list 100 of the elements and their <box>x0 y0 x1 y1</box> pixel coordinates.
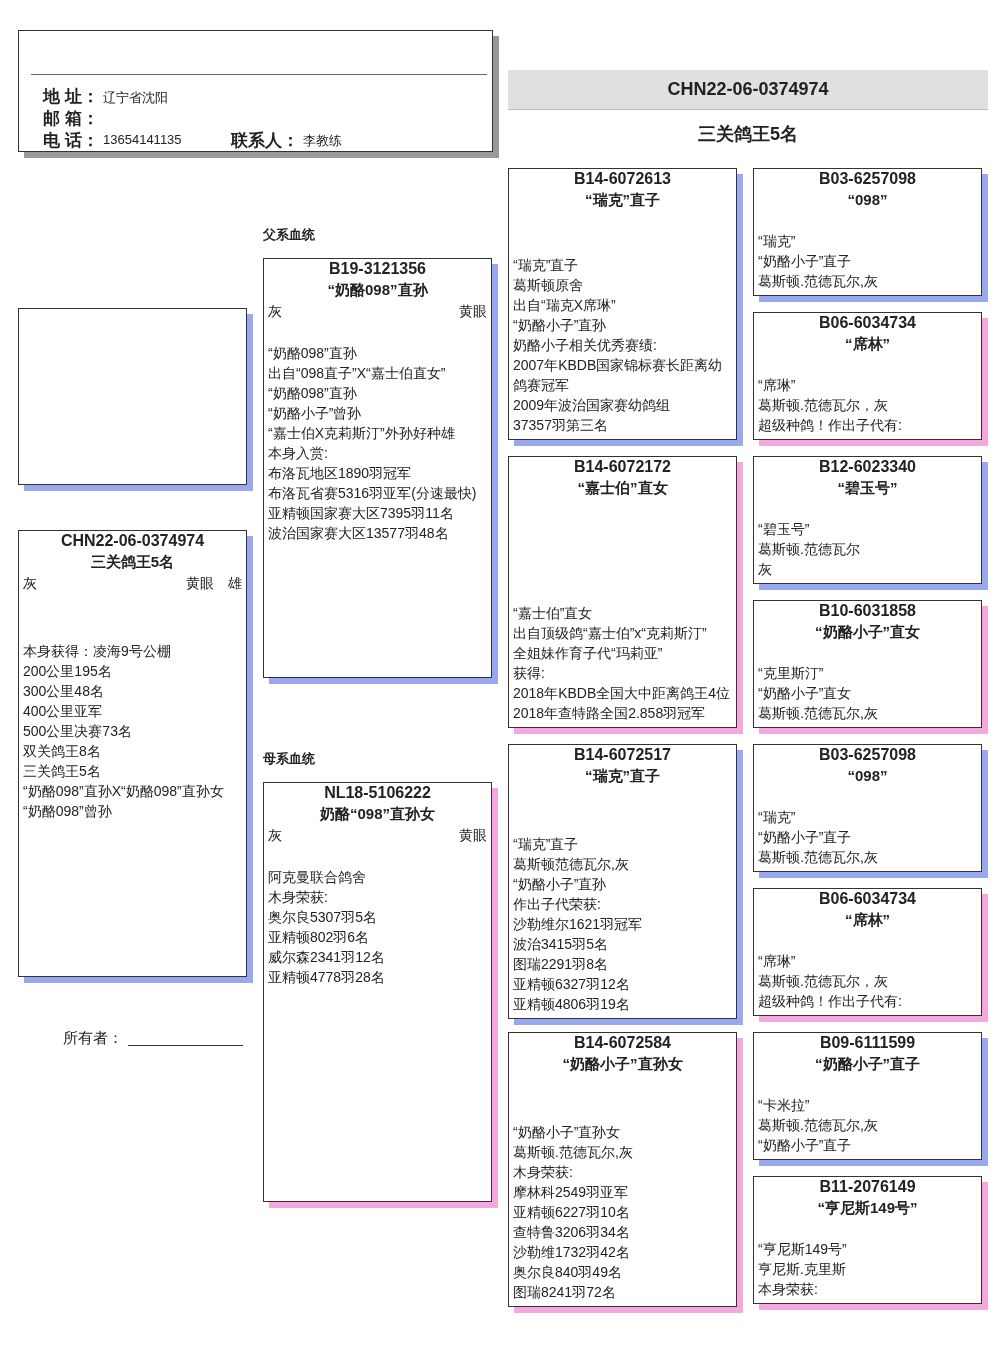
record-text: 葛斯顿.范德瓦尔 <box>758 540 861 559</box>
record-text: “奶酪098”直孙 <box>268 384 358 403</box>
ring-number-band <box>508 70 988 110</box>
record-text: “嘉士伯X克莉斯汀”外孙好种雄 <box>268 424 456 443</box>
record-text: 2018年KBDB全国大中距离鸽王4位 <box>513 684 732 703</box>
record-text: 亚精顿4778羽28名 <box>268 968 386 987</box>
record-text: 布洛瓦省赛5316羽亚军(分速最快) <box>268 484 478 503</box>
trait-text: 黄眼 <box>459 302 487 321</box>
section-label: 父系血统 <box>263 226 315 244</box>
record-text: 超级种鸽！作出子代有: <box>758 416 903 435</box>
pigeon-name: 三关鸽王5名 <box>89 552 176 572</box>
record-text: 本身获得：凌海9号公棚 <box>23 642 172 661</box>
record-text: “奶酪098”直孙X“奶酪098”直孙女 <box>23 782 225 801</box>
record-text: 出自“瑞克X席琳” <box>513 296 617 315</box>
record-text: 奶酪小子相关优秀赛绩: <box>513 336 658 355</box>
field-label: 联系人： <box>231 130 299 152</box>
record-text: “奶酪小子”直女 <box>758 684 853 703</box>
record-text: 灰 <box>758 560 773 579</box>
pigeon-name: “奶酪小子”直女 <box>814 622 921 642</box>
record-text: “奶酪小子”直子 <box>758 252 853 271</box>
record-text: 全姐妹作育子代“玛莉亚” <box>513 644 664 663</box>
record-text: 出自“098直子”X“嘉士伯直女” <box>268 364 447 383</box>
record-text: 奥尔良5307羽5名 <box>268 908 378 927</box>
record-text: 亚精顿4806羽19名 <box>513 995 631 1014</box>
record-text: “奶酪小子”直孙 <box>513 316 608 335</box>
record-text: 葛斯顿.范德瓦尔,灰 <box>758 272 879 291</box>
pigeon-title: 三关鸽王5名 <box>697 123 799 146</box>
record-text: 作出子代荣获: <box>513 895 602 914</box>
ring-number: B14-6072172 <box>573 457 672 477</box>
record-text: “席琳” <box>758 376 797 395</box>
pigeon-name: “奶酪098”直孙 <box>326 280 429 300</box>
pigeon-name: “奶酪小子”直孙女 <box>561 1054 684 1074</box>
record-text: 葛斯顿.范德瓦尔,灰 <box>513 1143 634 1162</box>
ring-number: B19-3121356 <box>328 259 427 279</box>
record-text: 木身荣获: <box>513 1163 574 1182</box>
section-label: 母系血统 <box>263 750 315 768</box>
pigeon-name: “瑞克”直子 <box>584 190 661 210</box>
record-text: “克里斯汀” <box>758 664 825 683</box>
ring-number: B12-6023340 <box>818 457 917 477</box>
record-text: 本身荣获: <box>758 1280 819 1299</box>
record-text: “奶酪小子”直子 <box>758 828 853 847</box>
ring-number: B06-6034734 <box>818 889 917 909</box>
record-text: 图瑞2291羽8名 <box>513 955 609 974</box>
record-text: 亨尼斯.克里斯 <box>758 1260 847 1279</box>
pigeon-name: “嘉士伯”直女 <box>576 478 669 498</box>
record-text: 奥尔良840羽49名 <box>513 1263 623 1282</box>
ring-number: CHN22-06-0374974 <box>59 531 206 551</box>
record-text: “嘉士伯”直女 <box>513 604 594 623</box>
trait-text: 灰 <box>268 302 282 321</box>
trait-text: 灰 <box>23 574 37 593</box>
ring-number: B09-6111599 <box>818 1033 917 1053</box>
trait-text: 雄 <box>228 574 242 593</box>
record-text: “奶酪小子”直孙 <box>513 875 608 894</box>
pigeon-name: “碧玉号” <box>836 478 899 498</box>
ring-number: CHN22-06-0374974 <box>667 79 829 100</box>
field-value: 李教练 <box>303 132 342 150</box>
record-text: 葛斯顿.范德瓦尔,灰 <box>758 1116 879 1135</box>
pigeon-name: “098” <box>846 766 889 786</box>
record-text: 木身荣获: <box>268 888 329 907</box>
pigeon-name: “席林” <box>844 334 891 354</box>
field-label: 电 话： <box>43 130 99 152</box>
trait-text: 灰 <box>268 826 282 845</box>
pigeon-name: “席林” <box>844 910 891 930</box>
record-text: 400公里亚军 <box>23 702 104 721</box>
field-label: 邮 箱： <box>43 108 99 130</box>
record-text: “奶酪098”直孙 <box>268 344 358 363</box>
record-text: “瑞克” <box>758 232 797 251</box>
record-text: 亚精顿6327羽12名 <box>513 975 631 994</box>
owner-label: 所有者： <box>63 1029 123 1048</box>
record-text: 三关鸽王5名 <box>23 762 102 781</box>
record-text: 葛斯顿.范德瓦尔，灰 <box>758 972 889 991</box>
record-text: “奶酪小子”直孙女 <box>513 1123 622 1142</box>
pigeon-name: “098” <box>846 190 889 210</box>
record-text: 葛斯顿范德瓦尔,灰 <box>513 855 630 874</box>
ring-number: B03-6257098 <box>818 745 917 765</box>
record-text: 查特鲁3206羽34名 <box>513 1223 631 1242</box>
record-text: 获得: <box>513 664 546 683</box>
record-text: 沙勒维1732羽42名 <box>513 1243 631 1262</box>
record-text: 出自顶级鸽“嘉士伯”x“克莉斯汀” <box>513 624 708 643</box>
trait-text: 黄眼 <box>186 574 214 593</box>
record-text: “奶酪小子”直子 <box>758 1136 853 1155</box>
record-text: 波治国家赛大区13577羽48名 <box>268 524 450 543</box>
pigeon-name: “瑞克”直子 <box>584 766 661 786</box>
record-text: “席琳” <box>758 952 797 971</box>
record-text: 摩林科2549羽亚军 <box>513 1183 630 1202</box>
record-text: 2018年查特路全国2.858羽冠军 <box>513 704 707 723</box>
record-text: 波治3415羽5名 <box>513 935 609 954</box>
ring-number: B06-6034734 <box>818 313 917 333</box>
ring-number: B14-6072584 <box>573 1033 672 1053</box>
record-text: 37357羽第三名 <box>513 416 609 435</box>
pigeon-name: “亨尼斯149号” <box>816 1198 919 1218</box>
record-text: 葛斯顿.范德瓦尔，灰 <box>758 396 889 415</box>
record-text: 300公里48名 <box>23 682 105 701</box>
record-text: 双关鸽王8名 <box>23 742 102 761</box>
record-text: “瑞克”直子 <box>513 256 580 275</box>
ring-number: B10-6031858 <box>818 601 917 621</box>
ring-number: B11-2076149 <box>818 1177 917 1197</box>
trait-text: 黄眼 <box>459 826 487 845</box>
record-text: 威尔森2341羽12名 <box>268 948 386 967</box>
record-text: 本身入赏: <box>268 444 329 463</box>
